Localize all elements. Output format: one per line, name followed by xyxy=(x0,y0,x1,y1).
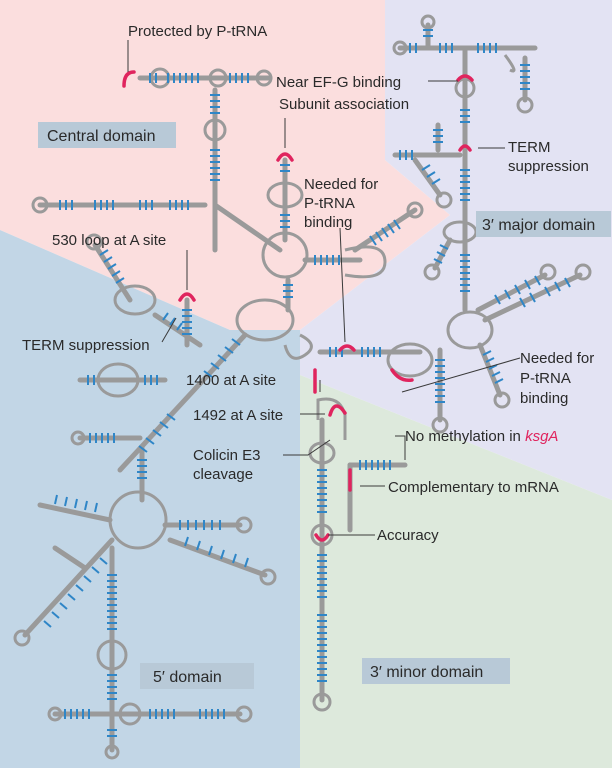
needed-label-2b: P-tRNA xyxy=(520,370,571,387)
core-junction xyxy=(235,298,295,342)
needed-label-1b: P-tRNA xyxy=(304,195,355,212)
d5-arm-c-cap xyxy=(235,516,253,534)
a1492-label: 1492 at A site xyxy=(193,407,283,424)
a1400-label: 1400 at A site xyxy=(186,372,276,389)
needed-label-2c: binding xyxy=(520,390,568,407)
central-domain-label: Central domain xyxy=(47,128,156,145)
accuracy-label: Accuracy xyxy=(377,527,439,544)
major-top-cap xyxy=(420,14,436,30)
d5-arm-d xyxy=(22,537,115,638)
central-ne-helix xyxy=(352,207,418,253)
a1492-hairpin xyxy=(316,397,347,440)
efg-label: Near EF-G binding xyxy=(276,74,401,91)
central-bulge xyxy=(203,118,227,142)
central-hairpin xyxy=(344,245,387,279)
efg-site xyxy=(456,74,474,82)
needed-label-1c: binding xyxy=(304,214,352,231)
d5-upper-loop xyxy=(113,284,157,316)
base-pairs xyxy=(43,29,571,737)
domain5-label-bg xyxy=(140,663,254,689)
major-diag-cap-1 xyxy=(539,263,557,281)
core-hairpin xyxy=(283,333,313,360)
loop530-site xyxy=(178,292,196,302)
central-bulb xyxy=(266,181,304,209)
major-diag-1 xyxy=(475,272,548,313)
d5-bottom-cap-b xyxy=(104,744,120,760)
major-lower-cap xyxy=(435,191,453,209)
minor-bottom-loop xyxy=(312,692,332,712)
core-site xyxy=(338,344,356,352)
ksga-gene: ksgA xyxy=(525,428,558,445)
complementary-label: Complementary to mRNA xyxy=(388,479,559,496)
minor-colicin-loop xyxy=(308,441,336,465)
major-down-stem xyxy=(477,342,503,398)
minor3-domain-label: 3′ minor domain xyxy=(370,664,483,681)
major-bulb xyxy=(503,54,516,73)
term-label-2: TERM suppression xyxy=(22,337,150,354)
d5-bottom-cap-l xyxy=(47,706,63,722)
major-right-cap xyxy=(516,96,534,114)
ksga-text: No methylation in xyxy=(405,428,525,445)
leader-lines xyxy=(127,40,521,536)
loop530-label: 530 loop at A site xyxy=(52,232,166,249)
d5-upper-cap xyxy=(85,233,103,251)
p-trna-site-1 xyxy=(276,152,294,162)
domain5-label: 5′ domain xyxy=(153,669,222,686)
term-label-1a: TERM xyxy=(508,139,551,156)
central-big-loop xyxy=(261,231,309,279)
major-top-loop xyxy=(392,40,408,56)
a1492-site xyxy=(328,404,347,417)
needed-label-2a: Needed for xyxy=(520,350,594,367)
minor3-label-bg xyxy=(362,658,510,684)
functional-sites xyxy=(122,70,474,542)
major3-label-bg xyxy=(476,211,611,237)
top-loop-2 xyxy=(208,68,228,88)
subunit-label: Subunit association xyxy=(279,96,409,113)
d5-row-loop-1 xyxy=(96,362,140,398)
central-label-bg xyxy=(38,122,176,148)
major-efg-loop xyxy=(454,77,476,99)
top-loop-3 xyxy=(255,69,273,87)
central-ne-loop xyxy=(406,201,424,219)
major-diag-cap-2 xyxy=(574,263,592,281)
d5-lower-loop xyxy=(96,639,128,671)
p-trna-site-2 xyxy=(390,368,414,383)
ksga-label: No methylation in ksgA xyxy=(405,428,558,445)
d5-arm-a xyxy=(37,502,113,523)
major-connector-loop xyxy=(386,342,434,378)
term-site-1 xyxy=(458,144,472,152)
protected-label: Protected by P-tRNA xyxy=(128,23,267,40)
domain5-region xyxy=(0,230,300,768)
major-left-cap xyxy=(423,263,441,281)
major3-domain-region xyxy=(300,0,612,500)
major-base-loop xyxy=(446,310,494,350)
major-down-cap-2 xyxy=(431,416,449,434)
major3-domain-label: 3′ major domain xyxy=(482,217,595,234)
needed-label-1a: Needed for xyxy=(304,176,378,193)
d5-arm-e xyxy=(52,545,88,571)
d5-bottom-cap-r xyxy=(235,705,253,723)
central-diagonal xyxy=(212,202,283,253)
protected-site xyxy=(122,70,136,88)
colicin-label-a: Colicin E3 xyxy=(193,447,261,464)
d5-arm-d-cap xyxy=(13,629,31,647)
accuracy-site xyxy=(314,533,330,542)
d5-bottom-loop xyxy=(118,702,142,726)
colicin-label-b: cleavage xyxy=(193,466,253,483)
central-left-loop xyxy=(31,196,49,214)
major-down-cap xyxy=(493,391,511,409)
d5-arm-b-cap xyxy=(259,568,277,586)
d5-row-cap-2 xyxy=(70,430,86,446)
term-label-1b: suppression xyxy=(508,158,589,175)
central-domain-region xyxy=(0,0,450,330)
